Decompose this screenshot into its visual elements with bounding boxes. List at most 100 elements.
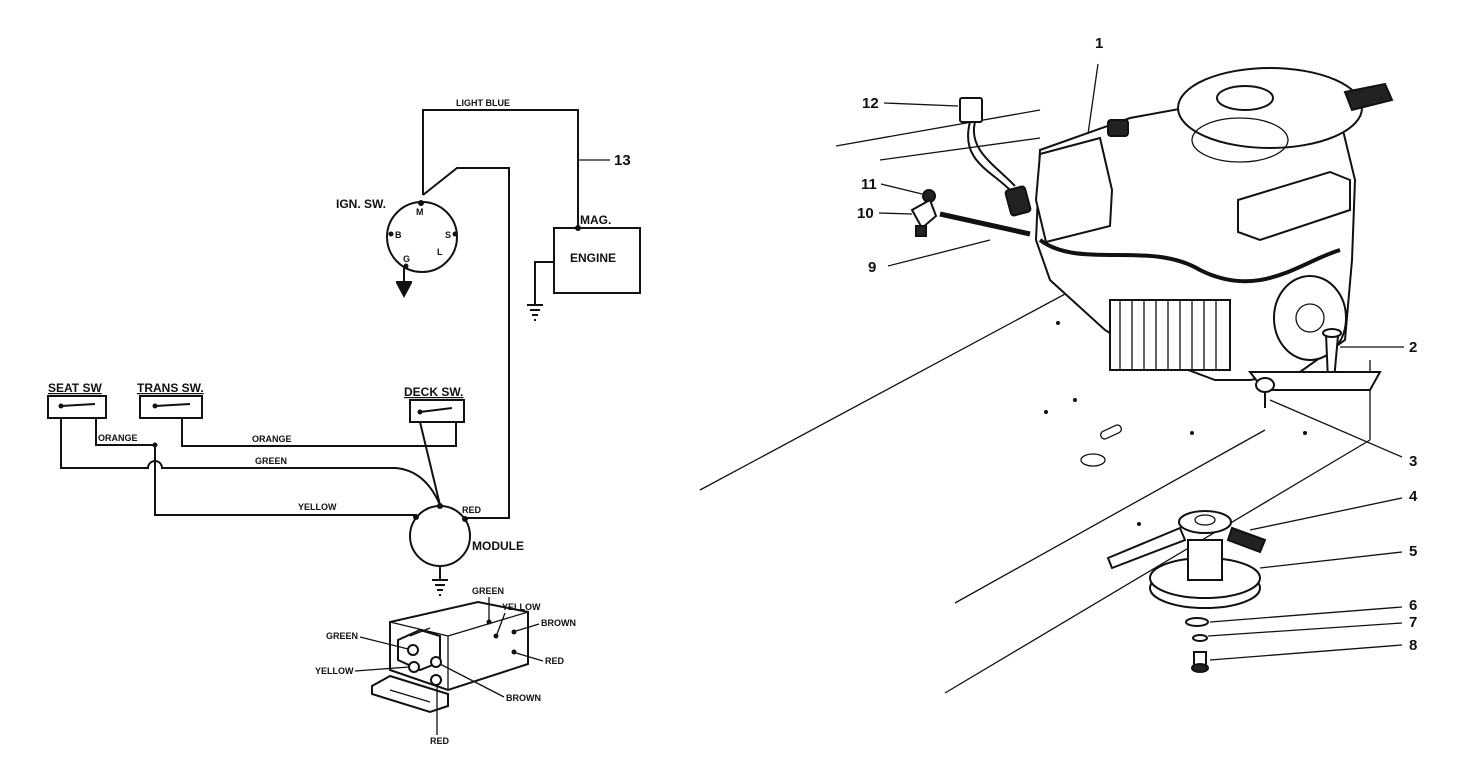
- orange-wire-2: [181, 418, 457, 447]
- ign-terminal-b: B: [395, 230, 402, 240]
- ign-terminal-s: S: [445, 230, 451, 240]
- leader-yellow-left: [354, 666, 410, 672]
- bolt-9: [939, 211, 1031, 237]
- callout-1: 1: [1095, 35, 1103, 52]
- connector-mounting-tab: [371, 674, 449, 714]
- trans-switch: [139, 395, 203, 419]
- deck-edge-5: [835, 109, 1041, 147]
- pin-yellow-left: [408, 661, 420, 673]
- leader-10: [878, 212, 913, 215]
- deck-switch: [409, 399, 465, 423]
- leader-yellow-top: [496, 612, 506, 635]
- set-screw-4: [1226, 526, 1267, 554]
- bolt-3: [1255, 377, 1275, 393]
- engine-shroud: [1177, 67, 1363, 149]
- hub-4-bore: [1194, 514, 1216, 526]
- seat-switch-label: SEAT SW: [48, 381, 102, 395]
- callout-12: 12: [862, 95, 879, 112]
- leader-8: [1209, 644, 1403, 661]
- module-terminal-right: [462, 516, 468, 522]
- module-terminal-top: [437, 503, 443, 509]
- leader-4: [1249, 497, 1403, 531]
- elbow-10-fitting: [915, 225, 927, 237]
- connector-yellow-top-label: YELLOW: [502, 602, 541, 612]
- engine-box: [553, 227, 641, 294]
- callout-6: 6: [1409, 597, 1417, 614]
- connector-12-wire: [967, 121, 1011, 191]
- mag-label: MAG.: [580, 213, 611, 227]
- connector-yellow-left-label: YELLOW: [315, 666, 354, 676]
- pin-green-top: [486, 619, 492, 625]
- deck-switch-pivot: [417, 409, 423, 415]
- ign-terminal-g-dot: [403, 263, 409, 269]
- deck-switch-contact: [419, 407, 453, 413]
- ignition-switch-label: IGN. SW.: [336, 197, 386, 211]
- connector-red-right-label: RED: [545, 656, 565, 666]
- bolt-8-head: [1191, 663, 1209, 673]
- deck-switch-label: DECK SW.: [404, 385, 463, 399]
- wire-connector-12: [959, 97, 983, 123]
- ign-terminal-m-dot: [418, 200, 424, 206]
- callout-13: 13: [614, 152, 631, 169]
- shroud-cap: [1216, 85, 1274, 111]
- leader-11: [880, 183, 923, 195]
- seat-switch-contact: [60, 403, 96, 407]
- module-connector: GREEN YELLOW BROWN GREEN RED YELLOW BROW…: [315, 586, 576, 746]
- cylinder-block: [1109, 299, 1231, 371]
- air-cleaner: [1237, 170, 1351, 242]
- callout-8: 8: [1409, 637, 1417, 654]
- trans-switch-pivot: [152, 403, 158, 409]
- key-bar: [1106, 526, 1187, 570]
- leader-1: [1087, 63, 1099, 135]
- leader-12: [883, 102, 959, 107]
- connector-red-bottom-label: RED: [430, 736, 450, 746]
- pin-yellow-top: [493, 633, 499, 639]
- leader-green-left: [359, 636, 409, 650]
- deck-slot: [1100, 424, 1122, 440]
- connector-green-top-label: GREEN: [472, 586, 504, 596]
- connector-plug-rib: [409, 627, 431, 637]
- deck-hole-large: [1080, 453, 1106, 467]
- fuel-tank: [1034, 136, 1114, 244]
- ign-terminal-l: L: [437, 247, 443, 257]
- deck-edge-3: [954, 429, 1266, 604]
- cylinder-fins: [1109, 299, 1231, 371]
- pin-brown-right: [511, 629, 517, 635]
- seat-switch: [47, 395, 107, 419]
- pin-red-right: [511, 649, 517, 655]
- orange-wire-2-label: ORANGE: [252, 434, 292, 444]
- lock-washer-7: [1192, 634, 1208, 642]
- engine-label: ENGINE: [570, 251, 616, 265]
- ign-terminal-s-dot: [452, 231, 458, 237]
- deck-hole-3: [1073, 398, 1077, 402]
- bolt-2-head: [1322, 328, 1342, 338]
- callout-7: 7: [1409, 614, 1417, 631]
- callout-10: 10: [857, 205, 874, 222]
- trans-switch-contact: [154, 403, 191, 407]
- ignition-ground-icon: [396, 281, 412, 298]
- callout-11: 11: [861, 176, 877, 193]
- leader-9: [887, 239, 991, 267]
- deck-edge-2: [944, 439, 1371, 694]
- leader-red-right: [515, 652, 544, 662]
- deck-hole-6: [1137, 522, 1141, 526]
- red-wire-label: RED: [462, 505, 482, 515]
- connector-12-wire-2: [972, 121, 1016, 187]
- deck-hole-1: [1056, 321, 1060, 325]
- ign-terminal-m: M: [416, 207, 424, 217]
- leader-7: [1207, 622, 1403, 637]
- ign-terminal-g: G: [403, 254, 410, 264]
- callout-3: 3: [1409, 453, 1417, 470]
- pin-green-left: [407, 644, 419, 656]
- leader-brown-right: [515, 623, 540, 632]
- mounting-tab-slot: [389, 689, 431, 703]
- hub-4: [1178, 510, 1232, 534]
- orange-wire-1-label: ORANGE: [98, 433, 138, 443]
- wiring-schematic: LIGHT BLUE 13 IGN. SW. M B S G L RED ENG…: [47, 98, 641, 596]
- connector-green-left-label: GREEN: [326, 631, 358, 641]
- engine-exploded-view: 1 2 3 4 5 6 7 8 9 10 11 12: [699, 35, 1418, 694]
- light-blue-label: LIGHT BLUE: [456, 98, 510, 108]
- leader-5: [1259, 551, 1403, 569]
